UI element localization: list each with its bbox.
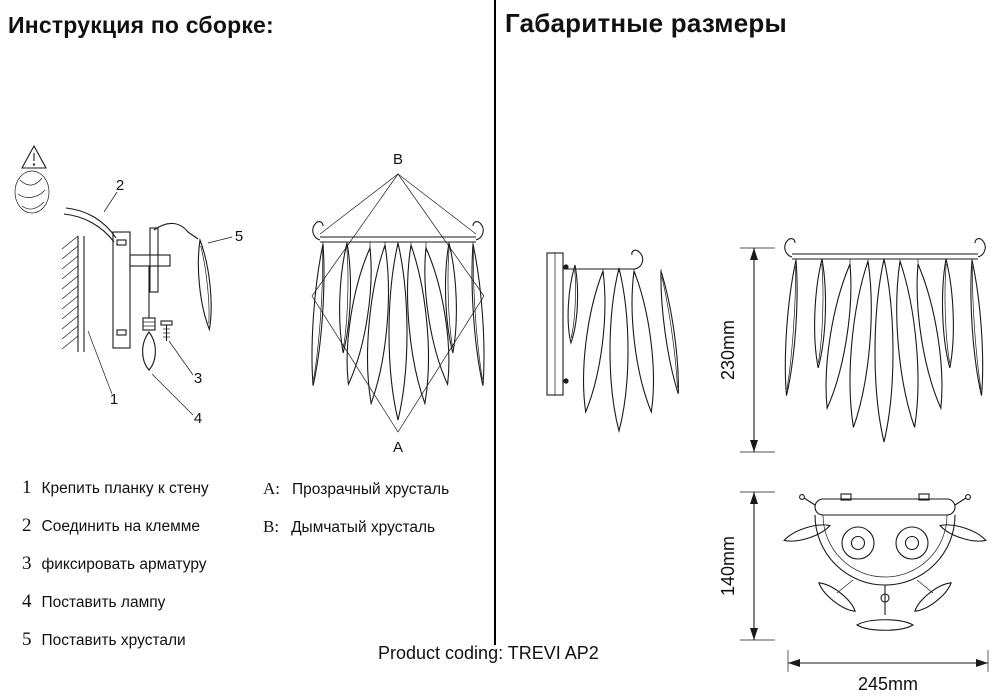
scribble-icon [14, 170, 50, 214]
step-number: 5 [22, 629, 32, 650]
legend-text: Дымчатый хрусталь [291, 519, 436, 536]
width-dimension: 245mm [787, 650, 989, 694]
lamp-sockets [841, 526, 929, 560]
lamp-side-view [546, 249, 679, 434]
side-arm [563, 249, 662, 275]
left-title: Инструкция по сборке: [8, 12, 274, 38]
label-a: A [393, 439, 403, 456]
mounting-bar [312, 221, 484, 252]
height-dimension: 230mm [718, 247, 775, 453]
wall-plate [546, 252, 569, 396]
arrow-down-icon [750, 440, 758, 452]
legend-text: Прозрачный хрусталь [292, 481, 450, 498]
right-title: Габаритные размеры [505, 8, 787, 38]
wall-hatching [61, 235, 85, 352]
lamp-dimension-view [784, 238, 986, 443]
depth-dimension: 140mm [718, 491, 775, 641]
step-number: 1 [22, 477, 32, 498]
crystal-legend: A: Прозрачный хрусталь B: Дымчатый хруст… [263, 479, 449, 555]
step-item-2: 2 Соединить на клемме [22, 515, 209, 553]
lamp-front-diagram: B A [311, 151, 485, 456]
step-text: Соединить на клемме [41, 518, 201, 535]
wires [63, 207, 117, 243]
top-view-crystals [783, 524, 987, 631]
callout-4: 4 [194, 410, 202, 427]
lamp-top-view [783, 493, 987, 631]
callout-2: 2 [116, 177, 124, 194]
screw-icon [160, 320, 173, 341]
step-text: Крепить планку к стену [41, 480, 209, 497]
callout-leaders [87, 191, 233, 416]
legend-item-a: A: Прозрачный хрусталь [263, 479, 449, 517]
step-number: 3 [22, 553, 32, 574]
canopy [799, 493, 971, 586]
callout-5: 5 [235, 228, 243, 245]
product-coding: Product coding: TREVI AP2 [378, 643, 599, 663]
height-dimension-label: 230mm [718, 320, 738, 380]
kite-guides [311, 173, 485, 433]
bracket [129, 222, 199, 318]
width-dimension-label: 245mm [858, 674, 918, 694]
warning-triangle-icon [21, 144, 47, 169]
assembly-steps-list: 1 Крепить планку к стену 2 Соединить на … [22, 477, 209, 667]
step-item-1: 1 Крепить планку к стену [22, 477, 209, 515]
step-text: фиксировать арматуру [41, 556, 207, 573]
legend-item-b: B: Дымчатый хрусталь [263, 517, 449, 555]
step-number: 2 [22, 515, 32, 536]
step-item-3: 3 фиксировать арматуру [22, 553, 209, 591]
step-item-5: 5 Поставить хрустали [22, 629, 209, 667]
arrow-left-icon [788, 659, 800, 667]
bulb-icon [142, 317, 156, 371]
callout-1: 1 [110, 391, 118, 408]
callout-3: 3 [194, 370, 202, 387]
mounting-plate [112, 231, 131, 349]
side-crystals [567, 264, 679, 434]
step-text: Поставить хрустали [41, 632, 186, 649]
arrow-down-icon [750, 628, 758, 640]
legend-key: B: [263, 517, 280, 536]
crystal-leaf [197, 237, 212, 332]
step-item-4: 4 Поставить лампу [22, 591, 209, 629]
arrow-up-icon [750, 492, 758, 504]
assembly-diagram: 2 5 3 4 1 [14, 144, 243, 427]
depth-dimension-label: 140mm [718, 536, 738, 596]
label-b: B [393, 151, 403, 168]
vertical-divider [494, 0, 496, 645]
step-number: 4 [22, 591, 32, 612]
legend-key: A: [263, 479, 280, 498]
step-text: Поставить лампу [41, 594, 166, 611]
crystal-cluster [311, 242, 485, 421]
arrow-right-icon [976, 659, 988, 667]
arrow-up-icon [750, 248, 758, 260]
crystal-cluster [784, 258, 984, 443]
